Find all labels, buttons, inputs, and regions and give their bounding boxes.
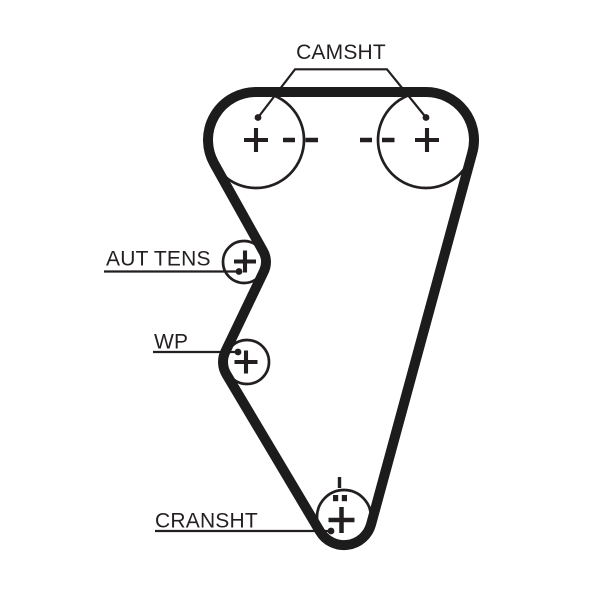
alignment-marks — [234, 128, 439, 533]
camshaft-right-leader-dot — [422, 114, 430, 121]
crankshaft-timing-dot-left — [333, 495, 339, 502]
water-pump-leader-dot — [234, 348, 242, 356]
water-pump-label: WP — [154, 331, 188, 354]
crankshaft-label: CRANSHT — [155, 510, 258, 533]
crankshaft-leader-dot — [327, 527, 335, 535]
labels: CAMSHT AUT TENS WP CRANSHT — [106, 41, 386, 533]
camshaft-right-plus-mark — [415, 128, 439, 152]
water-pump-plus-mark — [234, 350, 258, 374]
tensioner-plus-mark — [234, 250, 256, 273]
camshaft-left-leader-dot — [254, 114, 262, 121]
tensioner-label: AUT TENS — [106, 248, 211, 271]
crankshaft-plus-mark — [328, 507, 355, 533]
camshaft-left-plus-mark — [244, 128, 268, 152]
timing-belt — [203, 87, 479, 551]
tensioner-leader-dot — [235, 268, 243, 275]
camshaft-label: CAMSHT — [296, 41, 386, 64]
crankshaft-timing-dot-right — [341, 495, 347, 502]
